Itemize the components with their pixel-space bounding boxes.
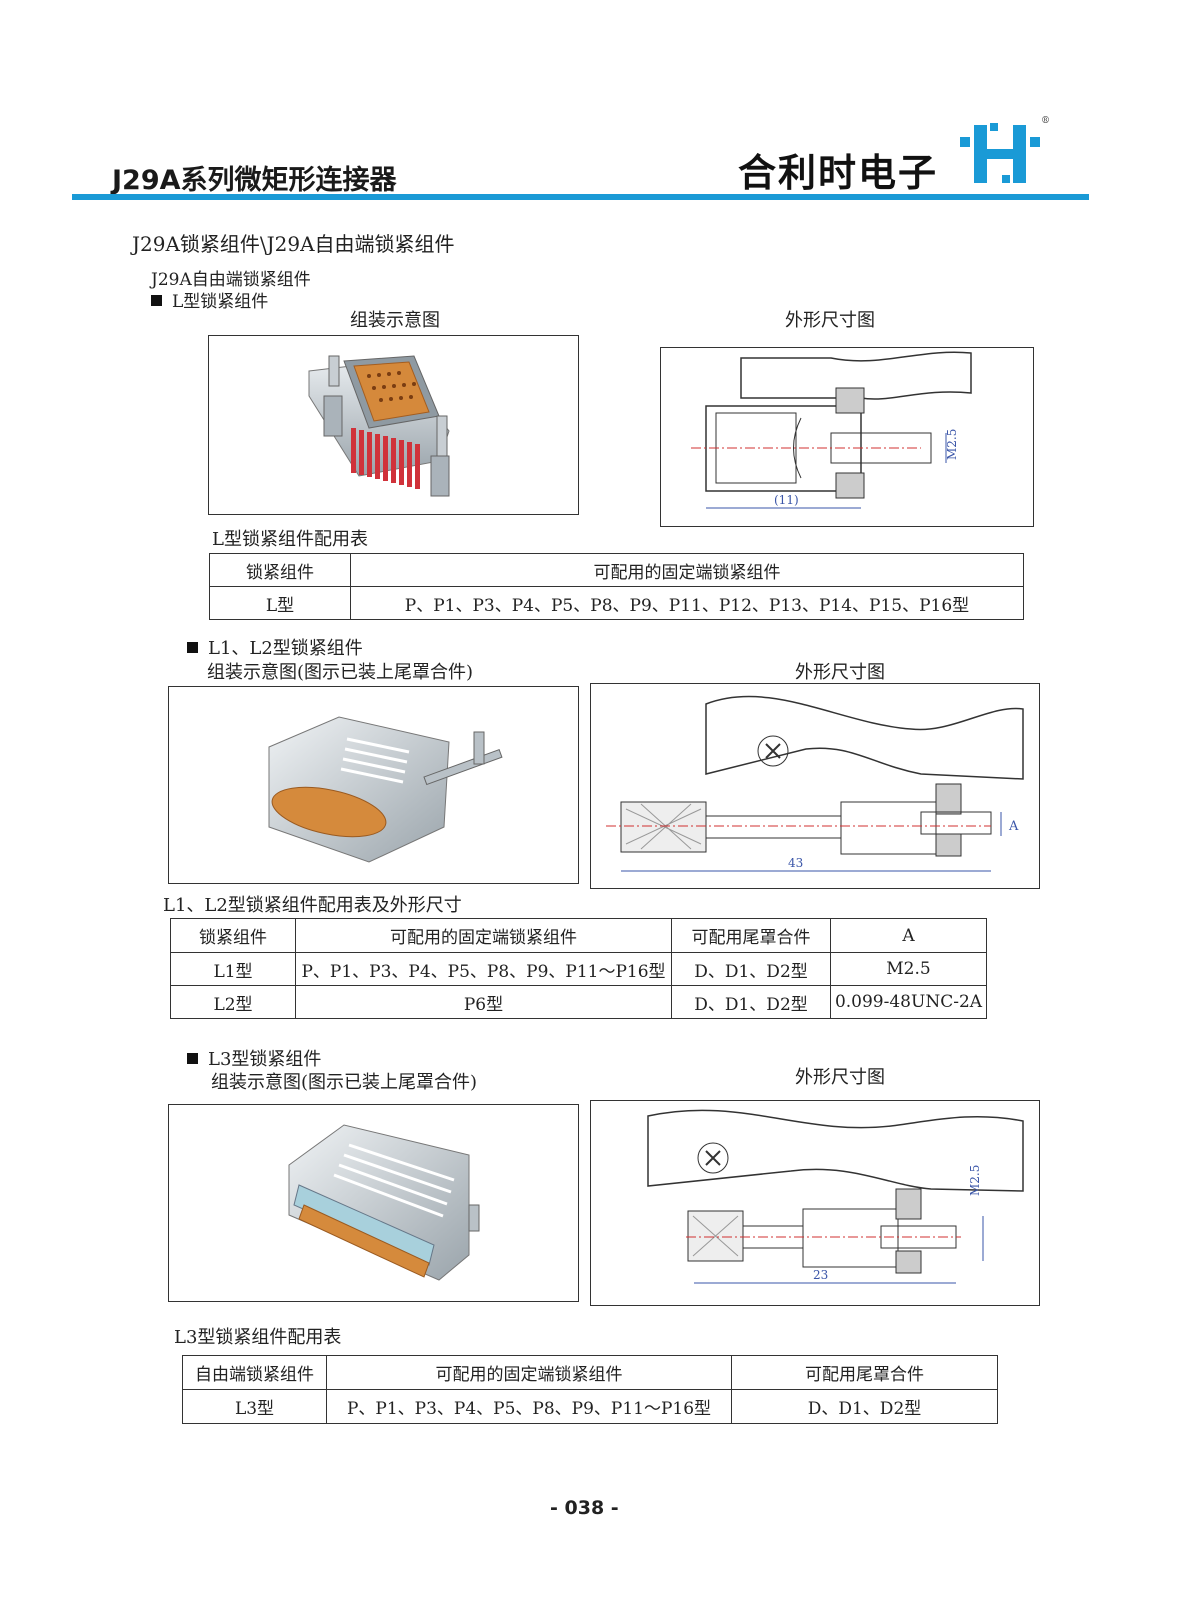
- l-assembly-caption: 组装示意图: [350, 310, 440, 331]
- table-cell: L2型: [170, 985, 296, 1019]
- table-cell: P、P1、P3、P4、P5、P8、P9、P11～P16型: [326, 1389, 732, 1424]
- l3-length-label: 23: [813, 1268, 828, 1282]
- table-header-cell: 可配用尾罩合件: [671, 918, 831, 953]
- l3-dimension-drawing: M2.5 23: [590, 1100, 1040, 1306]
- company-name: 合利时电子: [738, 151, 939, 195]
- table-cell: D、D1、D2型: [671, 952, 831, 986]
- table-header-row: 锁紧组件 可配用的固定端锁紧组件: [209, 553, 1024, 587]
- l1l2-length-label: 43: [788, 856, 803, 870]
- table-cell: P6型: [295, 985, 672, 1019]
- series-title: J29A系列微矩形连接器: [112, 165, 397, 196]
- table-header-row: 自由端锁紧组件 可配用的固定端锁紧组件 可配用尾罩合件: [182, 1355, 998, 1390]
- table-header-row: 锁紧组件 可配用的固定端锁紧组件 可配用尾罩合件 A: [170, 918, 987, 953]
- l3-thread-label: M2.5: [968, 1165, 982, 1196]
- l1l2-table: 锁紧组件 可配用的固定端锁紧组件 可配用尾罩合件 A L1型 P、P1、P3、P…: [170, 918, 987, 1019]
- table-header-cell: 锁紧组件: [170, 918, 296, 953]
- table-cell: P、P1、P3、P4、P5、P8、P9、P11～P16型: [295, 952, 672, 986]
- connector-backshell-3d-icon: [268, 716, 503, 863]
- table-header-cell: A: [830, 918, 987, 953]
- table-cell: D、D1、D2型: [671, 985, 831, 1019]
- l-length-label: (11): [774, 493, 799, 507]
- table-header-cell: 锁紧组件: [209, 553, 351, 587]
- l-thread-label: M2.5: [945, 429, 959, 460]
- l1l2-assembly-image: [168, 686, 579, 884]
- table-cell: L型: [209, 586, 351, 620]
- table-header-cell: 可配用的固定端锁紧组件: [326, 1355, 732, 1390]
- l1l2-dimension-svg: A 43: [606, 695, 1024, 872]
- l-table: 锁紧组件 可配用的固定端锁紧组件 L型 P、P1、P3、P4、P5、P8、P9、…: [209, 553, 1024, 620]
- table-cell: M2.5: [830, 952, 987, 986]
- table-row: L型 P、P1、P3、P4、P5、P8、P9、P11、P12、P13、P14、P…: [209, 586, 1024, 620]
- l-assembly-image: [208, 335, 579, 515]
- l-dimension-caption: 外形尺寸图: [785, 310, 875, 331]
- l1l2-thread-label: A: [1008, 819, 1019, 834]
- page-number: - 038 -: [550, 1497, 619, 1519]
- table-header-cell: 可配用的固定端锁紧组件: [350, 553, 1024, 587]
- table-cell: P、P1、P3、P4、P5、P8、P9、P11、P12、P13、P14、P15、…: [350, 586, 1024, 620]
- l-type-heading: L型锁紧组件: [151, 287, 268, 312]
- bullet-square-icon: [187, 642, 198, 653]
- l1l2-dimension-caption: 外形尺寸图: [795, 662, 885, 683]
- bullet-square-icon: [187, 1053, 198, 1064]
- section-title: J29A锁紧组件\J29A自由端锁紧组件: [132, 232, 455, 256]
- connector-backshell-3d-icon: [288, 1124, 480, 1281]
- l-dimension-drawing: M2.5 (11): [660, 347, 1034, 527]
- table-cell: L1型: [170, 952, 296, 986]
- l-dimension-svg: M2.5 (11): [691, 351, 972, 509]
- table-header-cell: 可配用的固定端锁紧组件: [295, 918, 672, 953]
- l1l2-table-title: L1、L2型锁紧组件配用表及外形尺寸: [163, 895, 462, 916]
- bullet-square-icon: [151, 295, 162, 306]
- table-cell: D、D1、D2型: [731, 1389, 998, 1424]
- l1l2-assembly-caption: 组装示意图(图示已装上尾罩合件): [207, 662, 474, 683]
- table-row: L1型 P、P1、P3、P4、P5、P8、P9、P11～P16型 D、D1、D2…: [170, 952, 987, 986]
- l3-table: 自由端锁紧组件 可配用的固定端锁紧组件 可配用尾罩合件 L3型 P、P1、P3、…: [182, 1355, 998, 1424]
- l-table-title: L型锁紧组件配用表: [212, 529, 368, 550]
- table-cell: 0.099-48UNC-2A: [830, 985, 987, 1019]
- l3-assembly-caption: 组装示意图(图示已装上尾罩合件): [211, 1072, 478, 1093]
- company-logo-icon: ®: [960, 116, 1050, 183]
- l3-assembly-image: [168, 1104, 579, 1302]
- l3-heading: L3型锁紧组件: [187, 1045, 321, 1071]
- subsection-title: J29A自由端锁紧组件: [151, 270, 311, 290]
- l3-table-title: L3型锁紧组件配用表: [174, 1327, 342, 1348]
- table-cell: L3型: [182, 1389, 327, 1424]
- table-header-cell: 可配用尾罩合件: [731, 1355, 998, 1390]
- l1l2-dimension-drawing: A 43: [590, 683, 1040, 889]
- l3-dimension-svg: M2.5 23: [647, 1109, 1024, 1284]
- table-row: L2型 P6型 D、D1、D2型 0.099-48UNC-2A: [170, 985, 987, 1019]
- header-divider: [72, 194, 1089, 200]
- l3-dimension-caption: 外形尺寸图: [795, 1067, 885, 1088]
- table-header-cell: 自由端锁紧组件: [182, 1355, 327, 1390]
- registered-mark: ®: [1041, 116, 1050, 126]
- table-row: L3型 P、P1、P3、P4、P5、P8、P9、P11～P16型 D、D1、D2…: [182, 1389, 998, 1424]
- connector-3d-icon: [308, 355, 450, 497]
- l1l2-heading: L1、L2型锁紧组件: [187, 634, 363, 660]
